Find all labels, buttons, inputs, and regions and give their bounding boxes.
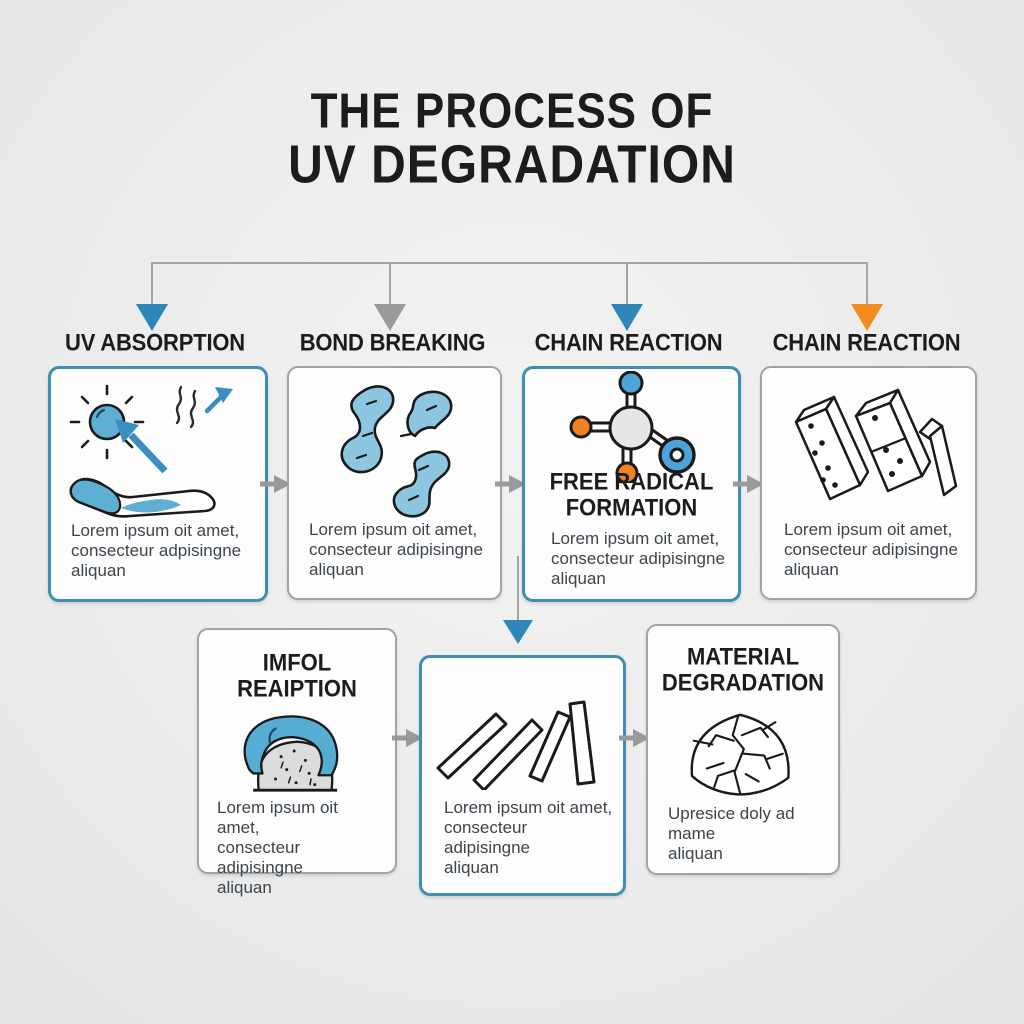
- step-body-uv-absorption: Lorem ipsum oit amet, consecteur adpisin…: [71, 521, 242, 581]
- step-body-imfol: Lorem ipsum oit amet, consecteur adipisi…: [217, 798, 338, 898]
- down-arrow-icon: [374, 304, 406, 331]
- draped-material-icon: [243, 715, 339, 792]
- cracked-material-icon: [690, 713, 790, 796]
- step-body-free-radical: Lorem ipsum oit amet, consecteur adipisi…: [551, 529, 725, 589]
- inner-heading-imfol: IMFOL REAIPTION: [237, 648, 357, 703]
- title-line-1: THE PROCESS OF: [310, 83, 714, 139]
- step-box-bond-breaking: Lorem ipsum oit amet, consecteur adipisi…: [287, 366, 502, 600]
- inner-heading-material-degradation: MATERIAL DEGRADATION: [661, 642, 825, 697]
- step-body-chain-reaction: Lorem ipsum oit amet, consecteur adipisi…: [784, 520, 958, 580]
- step-heading-chain-reaction-1: CHAIN REACTION: [534, 328, 723, 356]
- title-line-2: UV DEGRADATION: [288, 135, 736, 195]
- inner-heading-free-radical: FREE RADICAL FORMATION: [549, 467, 714, 522]
- leaning-planks-icon: [436, 700, 596, 790]
- drop-line: [517, 556, 519, 622]
- step-box-leaning-planks: Lorem ipsum oit amet, consecteur adipisi…: [419, 655, 626, 896]
- step-box-chain-reaction: Lorem ipsum oit amet, consecteur adipisi…: [760, 366, 977, 600]
- branch-stub-3: [626, 262, 628, 306]
- down-arrow-icon: [611, 304, 643, 331]
- flow-arrow-right-icon: [260, 475, 291, 493]
- step-box-free-radical-formation: FREE RADICAL FORMATION Lorem ipsum oit a…: [522, 366, 741, 602]
- down-arrow-icon: [503, 620, 533, 644]
- sun-reflection-icon: [69, 384, 233, 518]
- step-body-material-degradation: Upresice doly ad mame aliquan: [668, 804, 795, 864]
- down-arrow-icon: [136, 304, 168, 331]
- branch-stub-1: [151, 262, 153, 306]
- step-heading-chain-reaction-2: CHAIN REACTION: [772, 328, 961, 356]
- step-body-leaning-planks: Lorem ipsum oit amet, consecteur adipisi…: [444, 798, 613, 878]
- step-heading-uv-absorption: UV ABSORPTION: [65, 328, 245, 356]
- flow-arrow-right-icon: [733, 475, 764, 493]
- broken-polymer-icon: [340, 385, 453, 518]
- branch-stub-2: [389, 262, 391, 306]
- falling-dominoes-icon: [794, 388, 958, 501]
- free-radical-molecule-icon: [569, 371, 696, 483]
- step-box-material-degradation: MATERIAL DEGRADATION Upresice doly ad ma…: [646, 624, 840, 875]
- branch-stub-4: [866, 262, 868, 306]
- down-arrow-icon: [851, 304, 883, 331]
- flow-arrow-right-icon: [495, 475, 526, 493]
- step-body-bond-breaking: Lorem ipsum oit amet, consecteur adipisi…: [309, 520, 483, 580]
- step-heading-bond-breaking: BOND BREAKING: [299, 328, 486, 356]
- step-box-uv-absorption: Lorem ipsum oit amet, consecteur adpisin…: [48, 366, 268, 602]
- branch-line: [152, 262, 868, 264]
- flow-arrow-right-icon: [392, 729, 423, 747]
- page-title: THE PROCESS OF UV DEGRADATION: [152, 86, 872, 193]
- step-box-imfol-reaiption: IMFOL REAIPTION Lorem ipsum oit amet, co…: [197, 628, 397, 897]
- flow-arrow-right-icon: [619, 729, 650, 747]
